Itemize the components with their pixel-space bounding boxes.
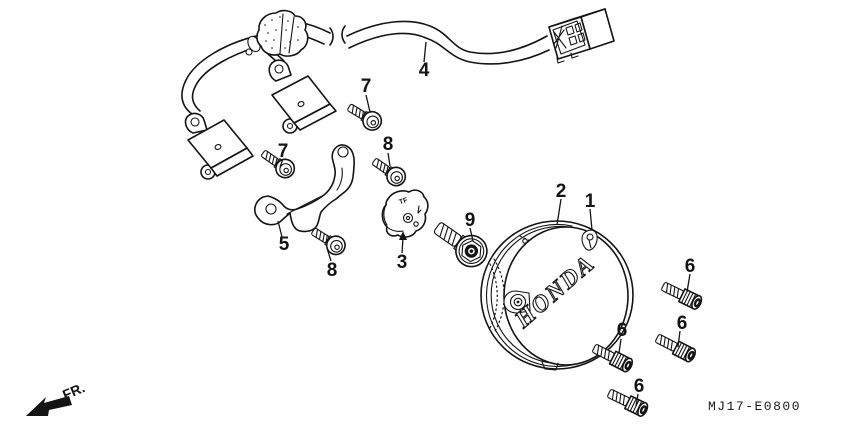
pulse-generator-lower: [184, 112, 254, 180]
callout-2: 2: [556, 181, 567, 202]
diagram-code: MJ17-E0800: [708, 399, 801, 414]
socket-bolt-6-b: [652, 330, 699, 365]
callout-8b: 8: [327, 260, 338, 281]
callout-6d: 6: [634, 376, 645, 397]
fr-label: FR.: [60, 379, 87, 403]
bracket-stay: [254, 144, 355, 233]
cover-rim-arc: [485, 223, 573, 368]
bolt-7-upper: [343, 98, 386, 135]
harness-connector: [548, 8, 615, 64]
leader-lines: [277, 41, 691, 407]
socket-bolt-6-a: [658, 278, 705, 312]
callout-7a: 7: [361, 76, 372, 97]
callout-3: 3: [397, 252, 408, 273]
callout-8a: 8: [383, 134, 394, 155]
callout-1: 1: [585, 191, 596, 212]
callout-labels: 4 7 8 7 5 8 3 9 2 1 6 6 6 6: [278, 60, 696, 397]
gasket-stipple: [489, 263, 498, 329]
flange-bolt-9: [433, 222, 488, 268]
pulse-generator-upper: [268, 59, 337, 134]
engine-cover: HONDA: [480, 220, 634, 371]
callout-6c: 6: [617, 320, 628, 341]
callout-6a: 6: [685, 256, 696, 277]
grommet-stipple: [264, 16, 299, 49]
callout-5: 5: [279, 234, 290, 255]
wire-harness: [294, 20, 550, 65]
callout-6b: 6: [677, 313, 688, 334]
fr-arrow-icon: [26, 396, 72, 416]
callout-9: 9: [465, 210, 476, 231]
plate-marking: TF: [398, 197, 409, 207]
front-direction: FR.: [26, 379, 87, 416]
callout-7b: 7: [278, 141, 289, 162]
pulser-plate: TF: [381, 189, 429, 238]
callout-4: 4: [419, 60, 430, 81]
leader-arrowhead-3: [399, 231, 407, 240]
gasket-stipple: [493, 258, 505, 334]
cover-rim-arc: [490, 225, 579, 365]
harness-grommet: [245, 9, 309, 57]
